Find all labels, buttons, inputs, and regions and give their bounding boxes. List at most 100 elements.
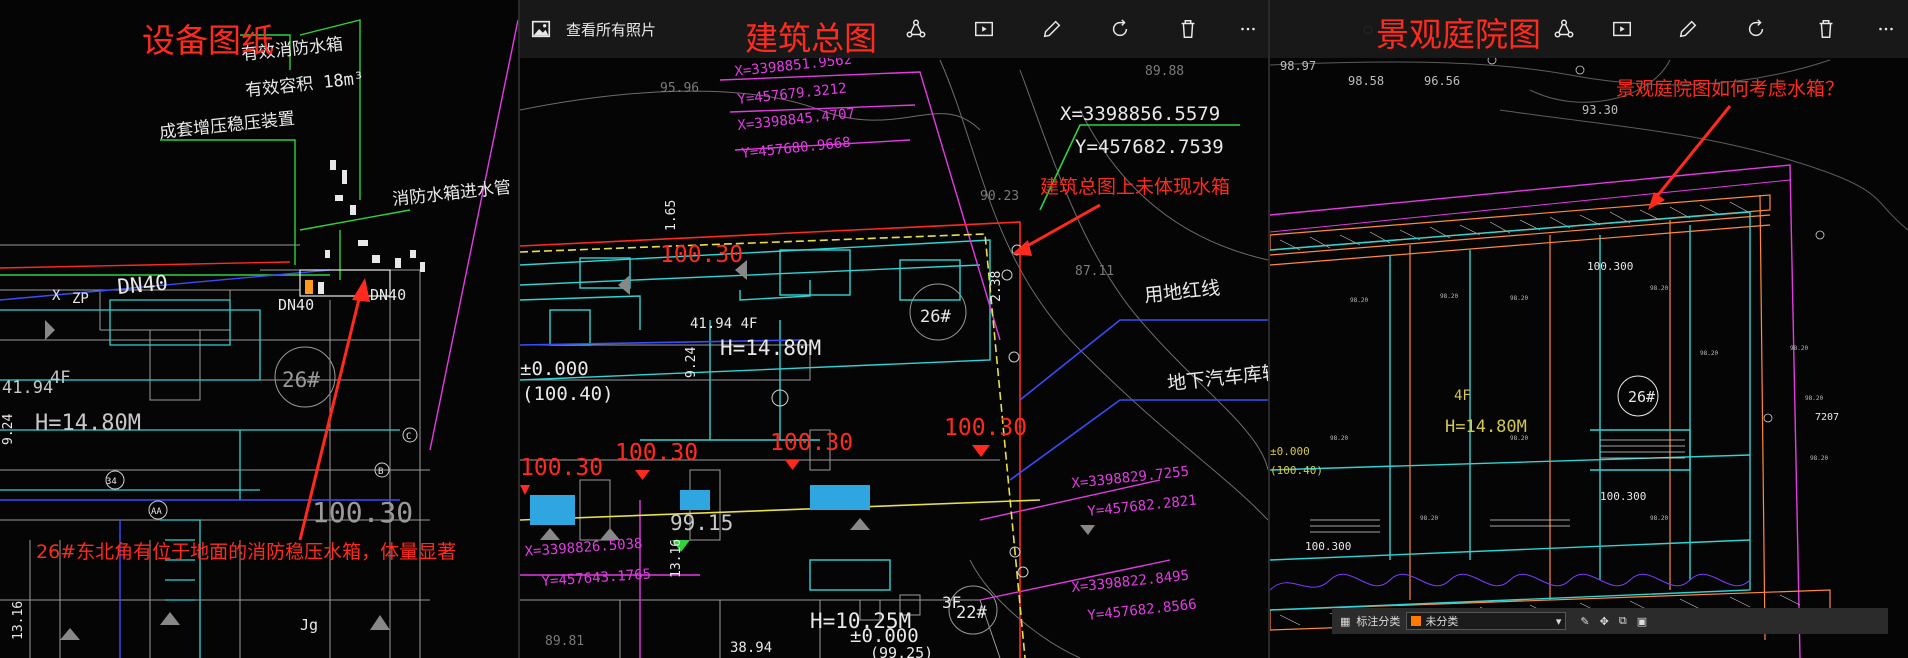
label-level-5: 100.30: [944, 415, 1027, 441]
label-building-26: 26#: [1628, 388, 1655, 406]
status-label: 标注分类: [1356, 615, 1401, 628]
slideshow-button[interactable]: [1600, 0, 1644, 58]
label-zero-elevation: (100.40): [1270, 464, 1323, 477]
contour-81: 89.81: [545, 634, 584, 649]
annotation-text: 26#东北角有位于地面的消防稳压水箱，体量显著: [36, 541, 457, 563]
rotate-button[interactable]: [1098, 0, 1142, 58]
svg-text:98.20: 98.20: [1510, 295, 1528, 302]
cad-label-height: H=14.80M: [35, 411, 141, 436]
svg-text:98.20: 98.20: [1350, 297, 1368, 304]
contour-90: 90.23: [980, 189, 1019, 204]
cad-label-dn40-a: DN40: [116, 271, 168, 299]
edit-button[interactable]: [1666, 0, 1710, 58]
see-all-photos-button[interactable]: 查看所有照片: [530, 0, 656, 58]
cad-label-aa: AA: [151, 507, 162, 517]
slideshow-icon: [1613, 21, 1631, 37]
label-level-3: 100.30: [615, 440, 698, 466]
trash-icon: [1181, 20, 1195, 38]
label-floors-22: 3F: [942, 593, 961, 612]
delete-button[interactable]: [1804, 0, 1848, 58]
elev-4: 93.30: [1582, 103, 1618, 117]
rotate-icon: [1748, 19, 1764, 37]
contour-88: 89.88: [1145, 64, 1184, 79]
coord-5-x: X=3398822.8495: [1071, 568, 1190, 596]
rotate-icon: [1112, 19, 1128, 37]
photo-icon: [531, 20, 551, 38]
cad-label-elevation: 41.94: [2, 378, 53, 398]
dim-4: 13.16: [669, 539, 684, 578]
coord-4-y: Y=457682.2821: [1087, 493, 1198, 520]
dim-3: 9.24: [684, 347, 699, 378]
share-button[interactable]: [894, 0, 938, 58]
move-icon[interactable]: ✥: [1599, 614, 1609, 628]
label-height-22: H=10.25M: [810, 609, 911, 633]
cad-label-34: 34: [106, 477, 117, 487]
level-2: 100.300: [1600, 490, 1646, 503]
label-level-4: 100.30: [770, 430, 853, 456]
coord-3-x: X=3398856.5579: [1060, 103, 1220, 125]
edit-button[interactable]: [1030, 0, 1074, 58]
label-green-level: 99.15: [670, 511, 733, 535]
cad-label-x: X: [52, 288, 61, 304]
svg-text:98.20: 98.20: [1805, 395, 1823, 402]
cad-label-c: C: [406, 432, 411, 442]
svg-text:98.20: 98.20: [1700, 350, 1718, 357]
annotation-arrow: [298, 278, 370, 541]
contour-95: 95.96: [660, 81, 699, 96]
cad-label-level: 100.30: [312, 496, 413, 529]
panel-title: 景观庭院图: [1376, 15, 1541, 54]
more-button[interactable]: [1864, 0, 1908, 58]
coord-4-x: X=3398829.7255: [1071, 464, 1190, 492]
share-icon: [906, 19, 926, 38]
delete-button[interactable]: [1166, 0, 1210, 58]
rotate-button[interactable]: [1734, 0, 1778, 58]
annotation-text: 建筑总图上未体现水箱: [1040, 176, 1231, 198]
more-button[interactable]: [1226, 0, 1268, 58]
paste-icon[interactable]: ▣: [1636, 614, 1648, 628]
cad-label-dim-2: 13.16: [11, 601, 26, 640]
panel-divider: [518, 0, 520, 658]
dim-2: 2.38: [989, 271, 1004, 302]
copy-icon[interactable]: ⧉: [1618, 614, 1627, 627]
label-height-26: H=14.80M: [720, 336, 821, 360]
svg-text:98.20: 98.20: [1650, 285, 1668, 292]
cad-label-building: 26#: [282, 368, 320, 392]
level-3: 100.300: [1305, 540, 1351, 553]
annotation-arrow: [1012, 203, 1101, 256]
panel-landscape-plan: 98.20 98.20 98.20 98.20 98.20 98.20 98.20 98.…: [1270, 0, 1908, 658]
label-zero-level: ±0.000: [1270, 445, 1310, 458]
annotation-status-bar: ▦ 标注分类 未分类 ▾ ✎ ✥ ⧉ ▣: [1332, 608, 1888, 634]
label-zero-level-22: ±0.000: [850, 625, 919, 647]
svg-text:98.20: 98.20: [1510, 435, 1528, 442]
contour-87: 87.11: [1075, 264, 1114, 279]
grid-icon[interactable]: ▦: [1340, 614, 1351, 628]
label-level-1: 100.30: [660, 242, 743, 268]
category-select-value: 未分类: [1425, 615, 1459, 628]
panel-equipment-drawing: 有效消防水箱 有效容积 18m³ 成套增压稳压装置 消防水箱进水管 X ZP 4…: [0, 0, 518, 658]
edit-icon[interactable]: ✎: [1580, 614, 1590, 628]
pencil-icon: [1679, 20, 1697, 38]
label-building-22: 22#: [956, 603, 987, 623]
svg-text:98.20: 98.20: [1790, 345, 1808, 352]
coord-3-y: Y=457682.7539: [1075, 136, 1224, 158]
slideshow-button[interactable]: [962, 0, 1006, 58]
dim-1: 1.65: [664, 200, 679, 231]
label-zero-elevation-22: (99.25): [870, 644, 933, 658]
annotation-text: 景观庭院图如何考虑水箱？: [1616, 78, 1845, 100]
category-select[interactable]: 未分类 ▾: [1406, 612, 1567, 630]
cad-label-b: B: [378, 467, 383, 477]
svg-text:98.20: 98.20: [1330, 435, 1348, 442]
panel-divider: [1268, 0, 1270, 658]
share-button[interactable]: [1542, 0, 1586, 58]
label-zero-elevation: (100.40): [522, 383, 614, 405]
elev-3: 96.56: [1424, 74, 1460, 88]
elev-2: 98.58: [1348, 74, 1384, 88]
cad-label-pump: 成套增压稳压装置: [158, 109, 295, 143]
panel-title: 设备图纸: [142, 21, 274, 60]
cad-label-zp: ZP: [72, 291, 89, 307]
coord-5-y: Y=457682.8566: [1087, 597, 1198, 624]
cad-label-floors: 4F: [50, 368, 70, 388]
coord-6-y: Y=457643.1765: [541, 566, 651, 590]
cad-label-dim-1: 9.24: [1, 414, 16, 445]
svg-text:98.20: 98.20: [1420, 515, 1438, 522]
